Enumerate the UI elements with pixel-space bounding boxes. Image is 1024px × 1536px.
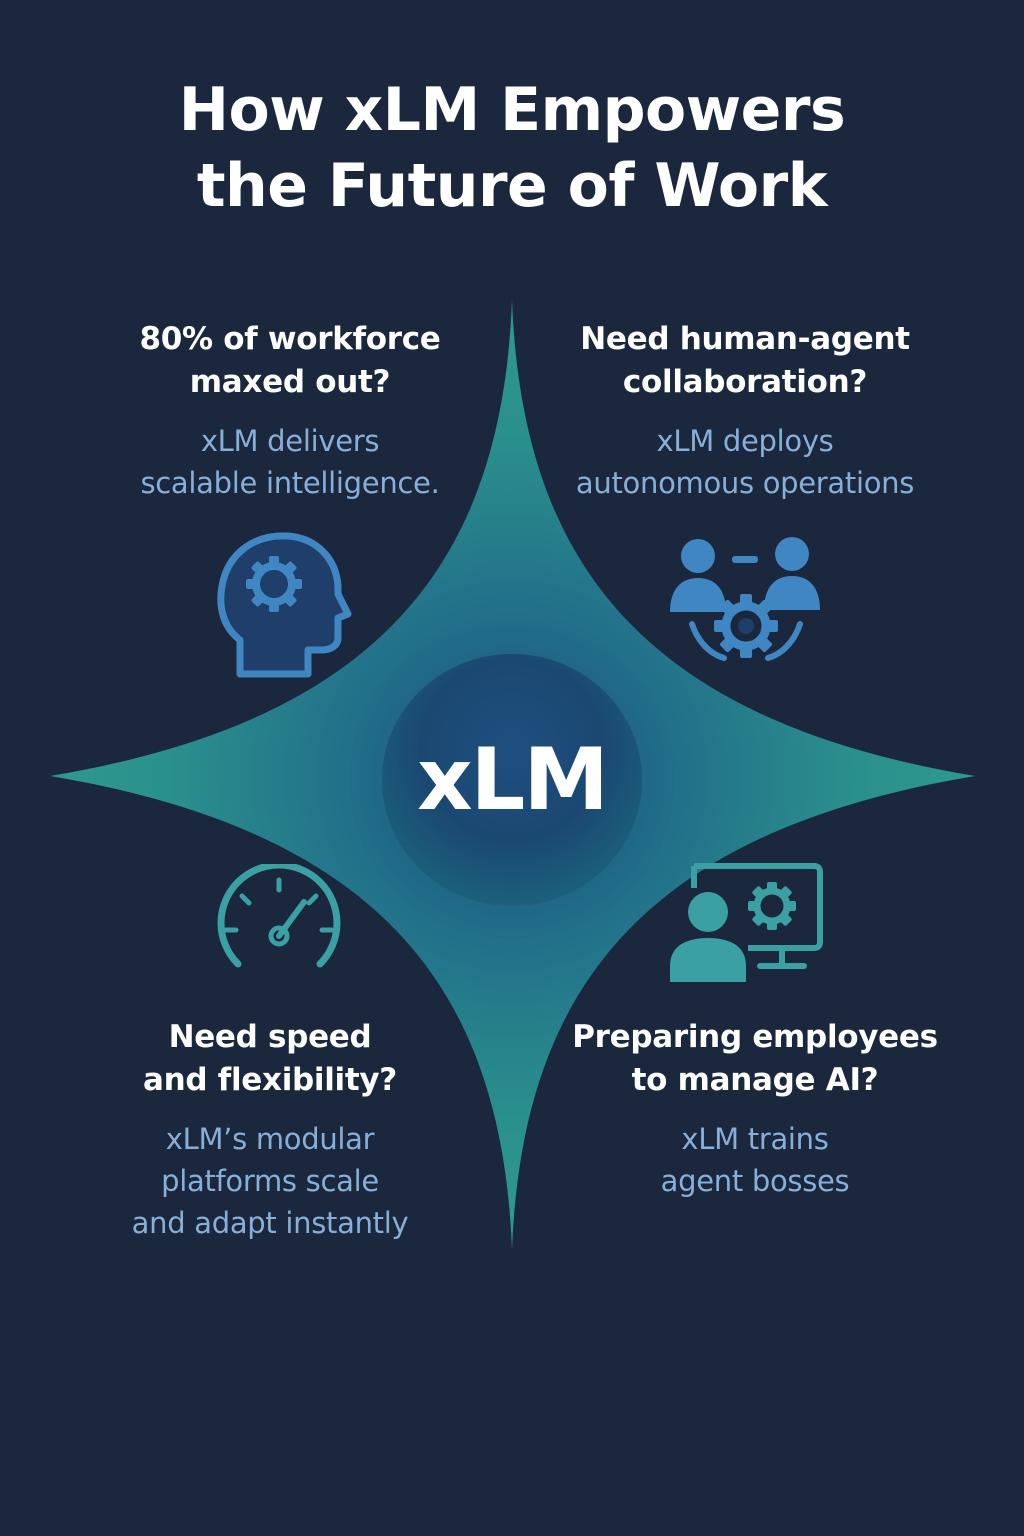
heading-line: Need speed bbox=[168, 1019, 372, 1055]
team-gear-icon bbox=[670, 537, 820, 661]
person-monitor-gear-icon bbox=[670, 863, 823, 982]
quadrant-ai-management: Preparing employees to manage AI? xLM tr… bbox=[545, 1016, 965, 1202]
body-line: platforms scale bbox=[161, 1164, 379, 1198]
center-label: xLM bbox=[417, 730, 609, 830]
heading-line: 80% of workforce bbox=[139, 321, 441, 357]
quadrant-body: xLM deploys autonomous operations bbox=[545, 420, 945, 504]
heading-line: Need human-agent bbox=[580, 321, 910, 357]
title-line-1: How xLM Empowers bbox=[178, 75, 846, 145]
heading-line: and flexibility? bbox=[142, 1062, 397, 1098]
body-line: xLM delivers bbox=[200, 424, 380, 458]
body-line: scalable intelligence. bbox=[140, 466, 440, 500]
quadrant-workforce: 80% of workforce maxed out? xLM delivers… bbox=[90, 318, 490, 504]
speedometer-icon bbox=[217, 864, 341, 968]
body-line: xLM deploys bbox=[656, 424, 834, 458]
body-line: and adapt instantly bbox=[131, 1206, 409, 1240]
heading-line: Preparing employees bbox=[572, 1019, 938, 1055]
heading-line: collaboration? bbox=[622, 364, 868, 400]
body-line: xLM’s modular bbox=[165, 1122, 375, 1156]
quadrant-heading: Preparing employees to manage AI? bbox=[545, 1016, 965, 1102]
quadrant-heading: Need human-agent collaboration? bbox=[545, 318, 945, 404]
body-line: autonomous operations bbox=[575, 466, 915, 500]
quadrant-body: xLM trains agent bosses bbox=[545, 1118, 965, 1202]
quadrant-speed: Need speed and flexibility? xLM’s modula… bbox=[70, 1016, 470, 1244]
head-gear-icon bbox=[217, 532, 352, 678]
quadrant-heading: Need speed and flexibility? bbox=[70, 1016, 470, 1102]
page-title: How xLM Empowers the Future of Work bbox=[0, 72, 1024, 224]
body-line: xLM trains bbox=[681, 1122, 829, 1156]
quadrant-heading: 80% of workforce maxed out? bbox=[90, 318, 490, 404]
heading-line: to manage AI? bbox=[631, 1062, 879, 1098]
title-line-2: the Future of Work bbox=[196, 151, 828, 221]
quadrant-body: xLM’s modular platforms scale and adapt … bbox=[70, 1118, 470, 1244]
center-circle bbox=[382, 654, 642, 906]
body-line: agent bosses bbox=[660, 1164, 850, 1198]
quadrant-collaboration: Need human-agent collaboration? xLM depl… bbox=[545, 318, 945, 504]
quadrant-body: xLM delivers scalable intelligence. bbox=[90, 420, 490, 504]
heading-line: maxed out? bbox=[189, 364, 391, 400]
